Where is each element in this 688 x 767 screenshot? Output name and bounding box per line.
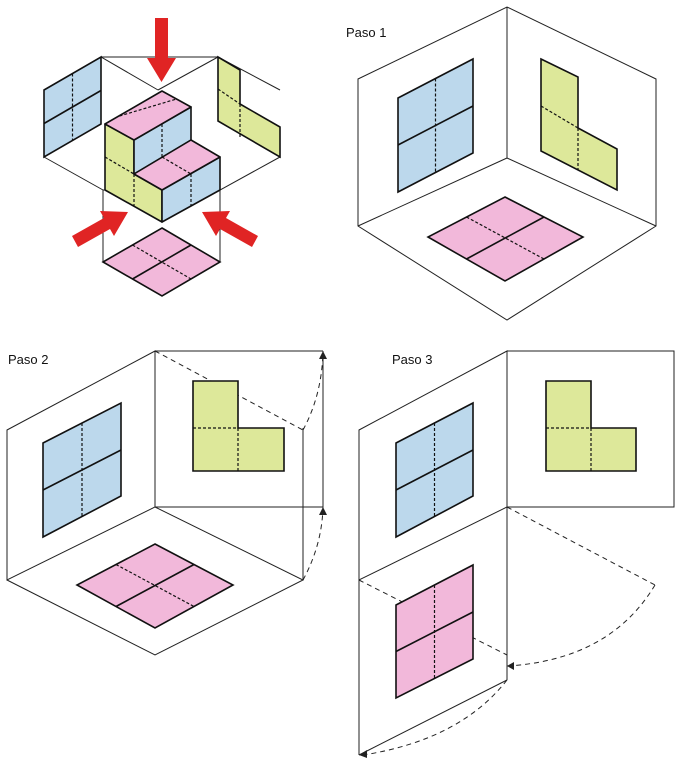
arrow-up-right-icon	[72, 211, 128, 247]
step-1-front-view	[397, 57, 474, 194]
step-3-top-view	[395, 563, 474, 700]
right-projection-side	[217, 55, 281, 159]
step-2-front-view	[42, 401, 122, 539]
step-2-rotation-arrowheads	[319, 351, 327, 515]
solid-top-face-lower	[133, 139, 221, 191]
left-projection-front	[43, 55, 102, 159]
l-shaped-solid	[104, 90, 221, 223]
step-1-box-frame	[357, 6, 657, 321]
panel-step-2: Paso 2	[6, 350, 327, 656]
arrow-down-icon	[147, 18, 176, 82]
panel-step-1: Paso 1	[346, 6, 657, 321]
panel-isometric-object	[43, 18, 281, 297]
step-3-side-view	[545, 380, 637, 472]
step-3-frame	[358, 350, 675, 756]
step-3-label: Paso 3	[392, 352, 432, 367]
solid-top-face-upper	[104, 90, 192, 141]
side-projection-face	[217, 55, 281, 159]
bottom-projection-top	[101, 227, 222, 297]
step-1-side-view	[540, 57, 618, 192]
step-2-label: Paso 2	[8, 352, 48, 367]
panel-step-3: Paso 3	[358, 350, 675, 758]
arrow-up-left-icon	[202, 211, 258, 247]
step-2-frame	[6, 350, 324, 656]
step-3-front-view	[395, 401, 474, 539]
step-2-top-view	[75, 543, 235, 629]
step-3-rotation-arrowheads	[359, 662, 514, 758]
step-2-side-view	[192, 380, 285, 472]
step-1-label: Paso 1	[346, 25, 386, 40]
step-1-top-view	[426, 196, 585, 282]
view-arrows	[72, 18, 258, 247]
